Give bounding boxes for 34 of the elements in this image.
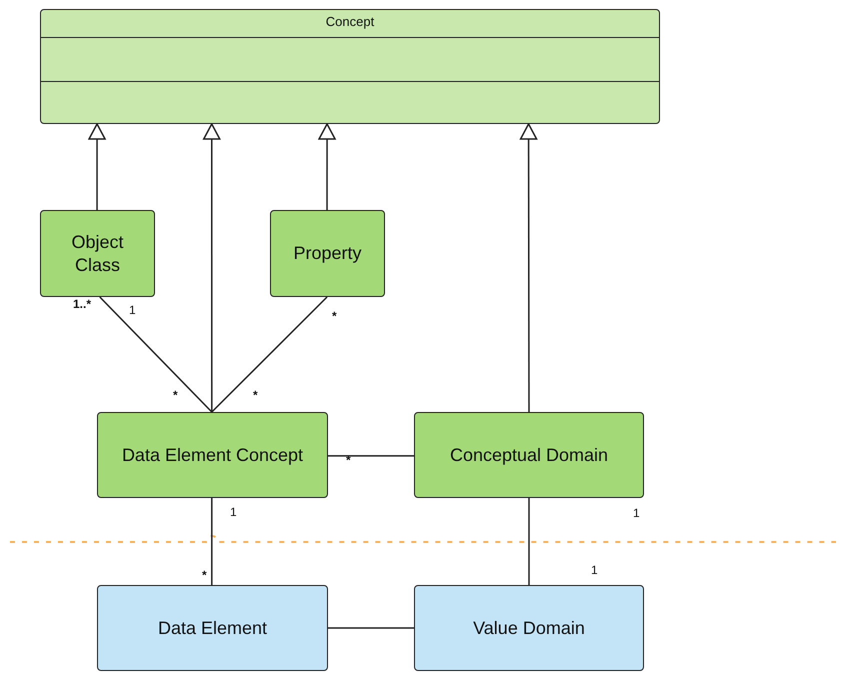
multiplicity-label: * [253, 388, 258, 402]
multiplicity-label: 1..* [73, 297, 92, 311]
class-box [40, 9, 660, 124]
class-name: Data Element [158, 616, 268, 640]
class-name: Property [293, 242, 362, 265]
association-line [528, 498, 530, 585]
class-box [270, 210, 385, 297]
class-name: Concept [326, 13, 374, 31]
class-name: Conceptual Domain [450, 444, 608, 466]
class-box [97, 585, 328, 671]
inheritance-arrow [88, 123, 106, 210]
inheritance-arrow [520, 123, 538, 412]
association-line [99, 296, 212, 413]
multiplicity-label: * [332, 309, 337, 323]
class-box [97, 412, 328, 498]
multiplicity-label: 1 [129, 303, 136, 317]
class-name: Value Domain [473, 616, 585, 640]
association-line [328, 627, 414, 629]
inheritance-arrow [203, 123, 220, 412]
multiplicity-label: 1 [591, 563, 598, 577]
multiplicity-label: 1 [230, 505, 237, 519]
multiplicity-label: * [173, 388, 178, 402]
class-box [40, 210, 155, 297]
class-name: Object Class [70, 230, 125, 276]
multiplicity-label: * [202, 568, 207, 582]
multiplicity-label: * [346, 453, 351, 467]
inheritance-arrow [318, 123, 336, 210]
association-line [328, 455, 414, 457]
multiplicity-label: 1 [633, 506, 640, 520]
association-line [211, 296, 328, 413]
class-box [414, 412, 644, 498]
class-box [414, 585, 644, 671]
class-name: Data Element Concept [122, 444, 304, 466]
association-line [211, 498, 213, 585]
